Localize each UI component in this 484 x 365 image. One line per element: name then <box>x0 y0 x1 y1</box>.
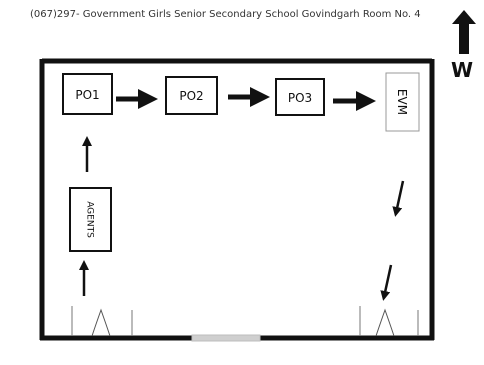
node-po2: PO2 <box>165 76 218 115</box>
arrow-exit-down <box>380 264 393 301</box>
node-agents: AGENTS <box>69 187 112 252</box>
node-po3: PO3 <box>275 78 325 116</box>
page-title: (067)297- Government Girls Senior Second… <box>30 9 421 20</box>
node-agents-label: AGENTS <box>85 201 95 238</box>
door-left <box>71 306 133 337</box>
direction-arrow-icon <box>452 10 476 54</box>
arrow-evm-down <box>392 180 405 217</box>
node-po3-label: PO3 <box>288 91 312 105</box>
node-po2-label: PO2 <box>179 89 203 103</box>
door-right <box>359 306 419 337</box>
node-po1: PO1 <box>62 73 113 115</box>
window <box>191 334 261 342</box>
node-evm-label: EVM <box>395 89 409 115</box>
compass-label: W <box>451 58 474 82</box>
node-evm: EVM <box>385 72 420 132</box>
node-po1-label: PO1 <box>75 88 99 102</box>
